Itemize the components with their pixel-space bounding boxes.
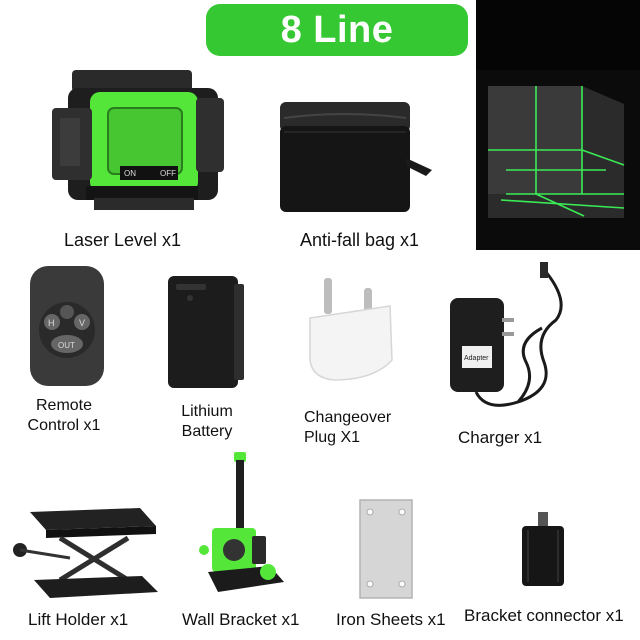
wall-bracket-image [198, 452, 288, 602]
bag-image [276, 96, 434, 216]
caption-line: Plug X1 [304, 429, 361, 446]
item-caption: Charger x1 [458, 428, 543, 447]
item-caption: Bracket connector x1 [464, 606, 624, 625]
item-caption: Wall Bracket x1 [182, 610, 300, 629]
lift-holder-icon [13, 508, 158, 598]
bracket-connector-icon [522, 512, 564, 586]
item-caption: Laser Level x1 [64, 230, 182, 250]
switch-on-label: ON [124, 169, 136, 178]
laser-preview-panel [476, 0, 640, 250]
charger-icon: Adapter [450, 262, 563, 407]
bracket-connector-image [518, 512, 568, 588]
laser-level-image: ON OFF [50, 62, 225, 214]
caption-line: Battery [181, 423, 233, 440]
battery-icon [168, 276, 244, 388]
remote-button-h-label: H [48, 318, 55, 328]
caption-line: Changeover [304, 409, 392, 426]
remote-control-icon: H V OUT [30, 266, 104, 386]
battery-image [164, 274, 248, 390]
switch-off-label: OFF [160, 169, 176, 178]
title-badge: 8 Line [206, 4, 468, 56]
caption-line: Remote [35, 397, 93, 414]
laser-level-icon: ON OFF [52, 70, 224, 210]
remote-control-image: H V OUT [28, 264, 106, 388]
lift-holder-image [10, 504, 160, 600]
remote-button-v-label: V [79, 318, 85, 328]
laser-cube-icon [476, 70, 640, 250]
item-caption: Changeover Plug X1 [304, 408, 391, 448]
iron-sheet-image [358, 498, 414, 600]
charger-image: Adapter [446, 262, 576, 416]
page-title: 8 Line [280, 9, 394, 51]
item-caption: Lift Holder x1 [28, 610, 129, 629]
wall-bracket-icon [199, 452, 284, 592]
plug-image [304, 278, 398, 382]
bag-icon [280, 102, 432, 212]
caption-line: Lithium [181, 403, 233, 420]
item-caption: Remote Control x1 [14, 396, 114, 436]
iron-sheet-icon [359, 499, 413, 599]
item-caption: Lithium Battery [152, 402, 262, 442]
plug-icon [309, 278, 393, 381]
item-caption: Anti-fall bag x1 [300, 230, 420, 250]
item-caption: Iron Sheets x1 [336, 610, 446, 629]
remote-button-out-label: OUT [58, 341, 75, 350]
caption-line: Control x1 [27, 417, 101, 434]
charger-label-text: Adapter [464, 355, 489, 362]
